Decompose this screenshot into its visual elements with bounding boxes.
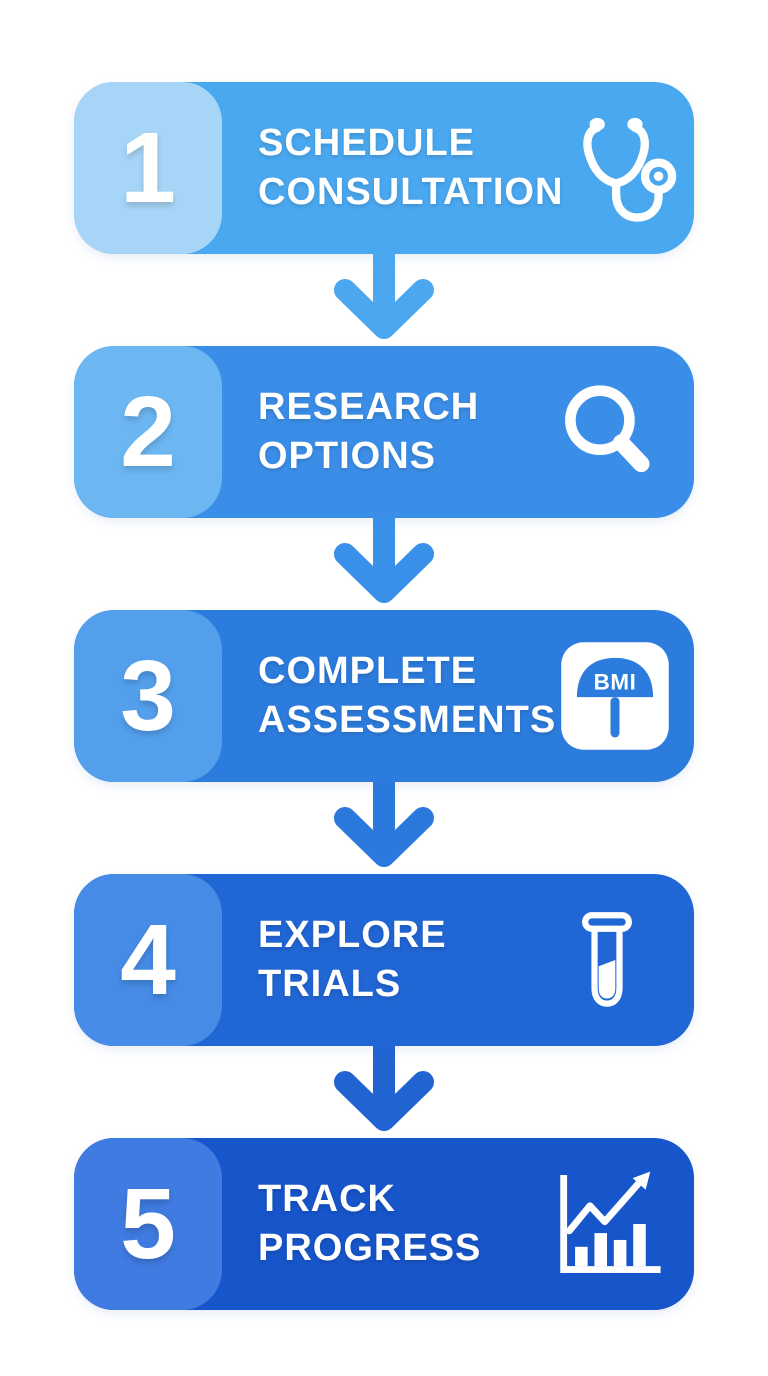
connector-arrow-1 [329, 254, 439, 346]
step-title-3-line2: ASSESSMENTS [258, 699, 557, 741]
step-title-1-line2: CONSULTATION [258, 171, 564, 213]
connector-arrow-2 [329, 518, 439, 610]
magnifier-icon [548, 368, 666, 496]
step-title-2-line2: OPTIONS [258, 435, 437, 477]
step-title-2: RESEARCH OPTIONS [258, 383, 479, 480]
bmi-label: BMI [594, 669, 637, 694]
step-card-5: 5 TRACK PROGRESS [74, 1138, 694, 1310]
down-arrow-icon [334, 254, 434, 339]
step-title-3-line1: COMPLETE [258, 650, 478, 693]
step-card-4: 4 EXPLORE TRIALS [74, 874, 694, 1046]
down-arrow-icon [334, 782, 434, 867]
bar-chart-icon [548, 1160, 666, 1288]
step-title-5: TRACK PROGRESS [258, 1175, 481, 1272]
step-title-1-line1: SCHEDULE [258, 122, 476, 165]
connector-arrow-4 [329, 1046, 439, 1138]
step-title-2-line1: RESEARCH [258, 386, 480, 429]
step-number-5: 5 [74, 1138, 222, 1310]
down-arrow-icon [334, 1046, 434, 1131]
connector-arrow-3 [329, 782, 439, 874]
step-title-1: SCHEDULE CONSULTATION [258, 119, 563, 216]
step-title-3: COMPLETE ASSESSMENTS [258, 647, 556, 744]
step-number-3: 3 [74, 610, 222, 782]
step-card-2: 2 RESEARCH OPTIONS [74, 346, 694, 518]
step-title-4-line2: TRIALS [258, 963, 402, 1005]
step-title-5-line2: PROGRESS [258, 1227, 482, 1269]
step-card-1: 1 SCHEDULE CONSULTATION [74, 82, 694, 254]
step-title-4-line1: EXPLORE [258, 914, 447, 957]
step-title-4: EXPLORE TRIALS [258, 911, 447, 1008]
test-tube-icon [548, 896, 666, 1024]
stethoscope-icon [563, 104, 681, 232]
step-title-5-line1: TRACK [258, 1178, 396, 1221]
step-card-3: 3 COMPLETE ASSESSMENTS BMI [74, 610, 694, 782]
step-number-4: 4 [74, 874, 222, 1046]
step-number-1: 1 [74, 82, 222, 254]
down-arrow-icon [334, 518, 434, 603]
bmi-scale-icon: BMI [556, 632, 674, 760]
step-number-2: 2 [74, 346, 222, 518]
